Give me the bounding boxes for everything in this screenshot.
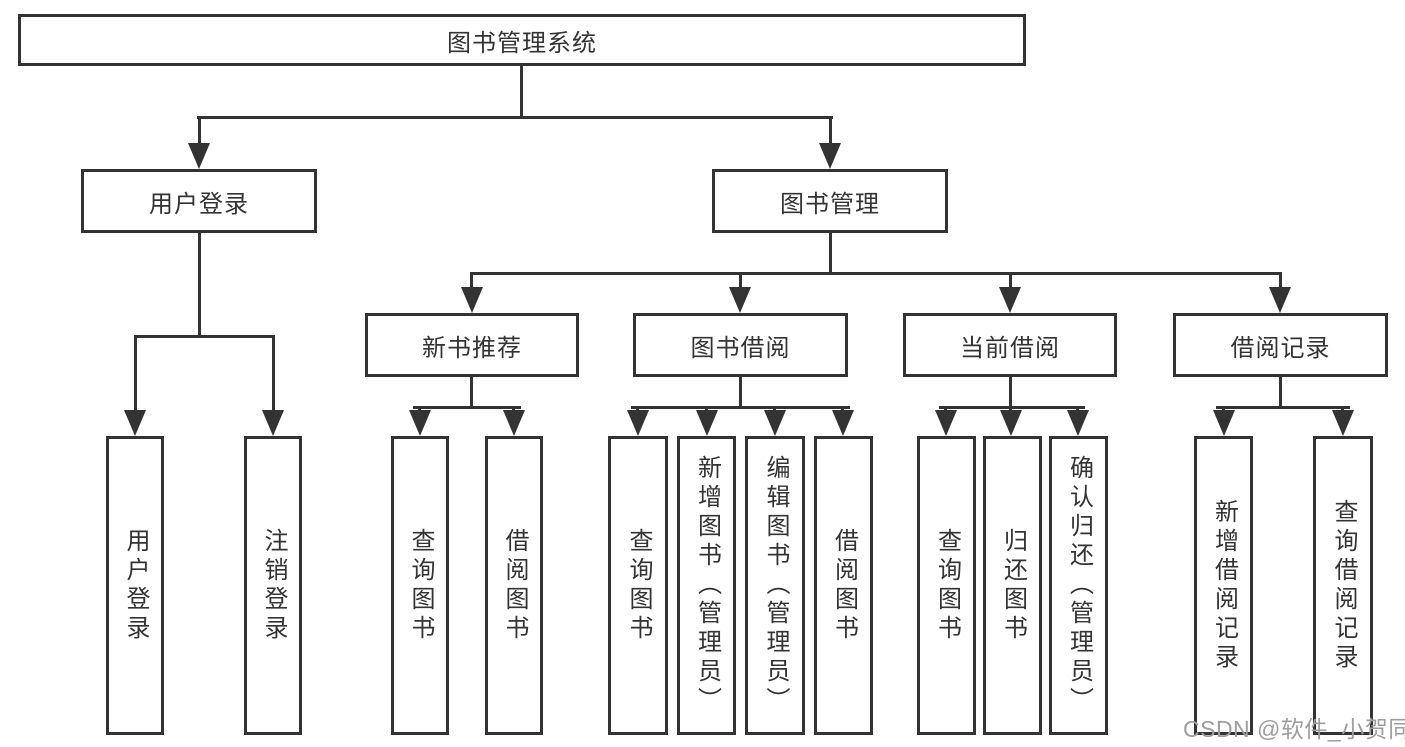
leaf-label: 查询图书 — [933, 527, 961, 644]
leaf-nbr-borrow-books: 借阅图书 — [485, 436, 543, 735]
leaf-label: 新增图书（管理员） — [693, 455, 721, 716]
leaf-br-add-record: 新增借阅记录 — [1194, 436, 1253, 735]
node-book-borrow: 图书借阅 — [633, 313, 848, 377]
connector-new-book-rec-rail — [413, 406, 521, 409]
arrowhead — [832, 410, 854, 436]
node-book-mgmt: 图书管理 — [712, 169, 948, 233]
connector-borrow-records-rail — [1216, 406, 1350, 409]
leaf-cb-confirm-return: 确认归还（管理员） — [1049, 436, 1108, 735]
connector-root-drop — [520, 66, 523, 119]
leaf-label: 归还图书 — [999, 527, 1027, 644]
arrowhead — [503, 410, 525, 436]
leaf-logout: 注销登录 — [244, 436, 302, 735]
node-label: 用户登录 — [149, 190, 249, 218]
leaf-label: 新增借阅记录 — [1210, 498, 1238, 673]
leaf-label: 查询图书 — [407, 527, 434, 644]
arrowhead-book-borrow — [729, 287, 751, 313]
arrowhead-current-borrow — [999, 287, 1021, 313]
leaf-nbr-query-books: 查询图书 — [391, 436, 449, 735]
arrowhead — [1332, 410, 1354, 436]
arrowhead-user-login — [188, 143, 210, 169]
leaf-cb-query-books: 查询图书 — [917, 436, 976, 735]
connector-stub-leaf-user-login — [134, 335, 137, 413]
arrowhead — [935, 410, 957, 436]
node-current-borrow: 当前借阅 — [903, 313, 1117, 377]
leaf-label: 确认归还（管理员） — [1065, 455, 1093, 716]
arrowhead — [409, 410, 431, 436]
connector-book-borrow-rail — [631, 406, 850, 409]
connector-book-mgmt-drop — [829, 233, 832, 275]
leaf-br-query-record: 查询借阅记录 — [1313, 436, 1373, 735]
connector-stub-user-login — [198, 116, 201, 146]
node-label: 新书推荐 — [422, 334, 522, 362]
connector-stub-book-borrow — [739, 272, 742, 290]
arrowhead-borrow-records — [1269, 287, 1291, 313]
csdn-watermark: CSDN @软件_小贺同学 — [1183, 716, 1405, 742]
arrowhead — [627, 410, 649, 436]
arrowhead-leaf-user-login — [124, 410, 146, 436]
node-user-login: 用户登录 — [81, 169, 317, 233]
leaf-label: 借阅图书 — [501, 527, 528, 644]
leaf-bb-borrow-books: 借阅图书 — [814, 436, 873, 735]
connector-current-borrow-drop — [1009, 377, 1012, 409]
leaf-label: 查询图书 — [625, 527, 652, 644]
leaf-bb-query-books: 查询图书 — [608, 436, 668, 735]
leaf-label: 借阅图书 — [830, 527, 858, 644]
node-label: 当前借阅 — [960, 334, 1060, 362]
leaf-label: 查询借阅记录 — [1330, 498, 1357, 673]
leaf-bb-edit-books: 编辑图书（管理员） — [745, 436, 805, 735]
node-label: 图书管理系统 — [447, 29, 597, 57]
leaf-label: 注销登录 — [260, 527, 287, 644]
node-label: 图书借阅 — [690, 334, 791, 362]
node-borrow-records: 借阅记录 — [1173, 313, 1388, 377]
connector-current-borrow-rail — [939, 406, 1085, 409]
leaf-bb-add-books: 新增图书（管理员） — [677, 436, 736, 735]
connector-stub-new-book-rec — [470, 272, 473, 290]
connector-stub-book-mgmt — [829, 116, 832, 146]
connector-stub-current-borrow — [1009, 272, 1012, 290]
leaf-label: 编辑图书（管理员） — [762, 455, 789, 716]
arrowhead — [1000, 410, 1022, 436]
arrowhead — [1213, 410, 1235, 436]
connector-borrow-records-drop — [1279, 377, 1282, 409]
node-new-book-rec: 新书推荐 — [365, 313, 579, 377]
node-label: 图书管理 — [780, 190, 880, 218]
node-label: 借阅记录 — [1230, 334, 1331, 362]
connector-stub-borrow-records — [1279, 272, 1282, 290]
node-root-library-system: 图书管理系统 — [18, 14, 1026, 66]
arrowhead-new-book-rec — [461, 287, 483, 313]
connector-user-login-drop — [198, 233, 201, 338]
leaf-label: 用户登录 — [122, 527, 149, 644]
connector-stub-leaf-logout — [272, 335, 275, 413]
arrowhead — [696, 410, 718, 436]
leaf-user-login: 用户登录 — [106, 436, 164, 735]
leaf-cb-return-books: 归还图书 — [983, 436, 1042, 735]
arrowhead — [764, 410, 786, 436]
connector-level2-rail — [197, 116, 833, 119]
connector-book-borrow-drop — [739, 377, 742, 409]
connector-level3-rail — [470, 272, 1282, 275]
connector-new-book-rec-drop — [470, 377, 473, 409]
arrowhead-leaf-logout — [262, 410, 284, 436]
connector-user-login-rail — [134, 335, 275, 338]
arrowhead-book-mgmt — [819, 143, 841, 169]
arrowhead — [1067, 410, 1089, 436]
